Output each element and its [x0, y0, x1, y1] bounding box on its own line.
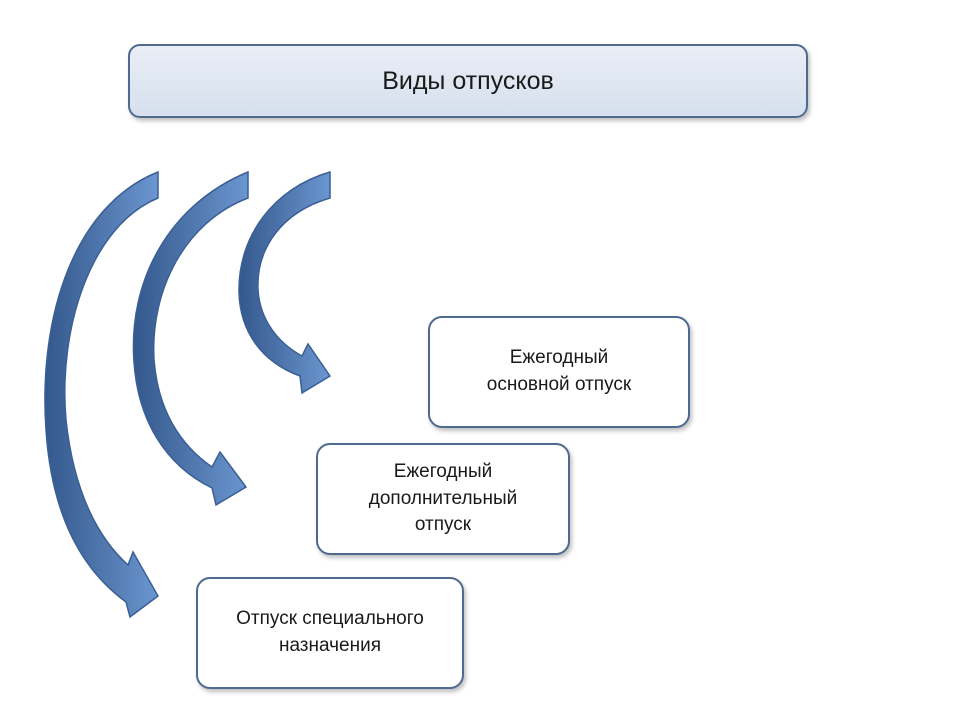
diagram-title: Виды отпусков	[382, 66, 554, 95]
special-purpose-leave-box: Отпуск специального назначения	[196, 577, 464, 689]
special-purpose-leave-label: Отпуск специального назначения	[236, 608, 424, 656]
arrow-to-annual-leave	[238, 171, 332, 395]
annual-additional-leave-label: Ежегодный дополнительный отпуск	[368, 461, 518, 536]
annual-additional-leave-box: Ежегодный дополнительный отпуск	[316, 443, 570, 555]
annual-basic-leave-box: Ежегодный основной отпуск	[428, 316, 690, 428]
diagram-title-box: Виды отпусков	[128, 44, 808, 118]
annual-basic-leave-label: Ежегодный основной отпуск	[486, 347, 632, 395]
arrow-to-additional-leave	[132, 170, 249, 507]
arrow-to-special-leave	[44, 170, 159, 619]
